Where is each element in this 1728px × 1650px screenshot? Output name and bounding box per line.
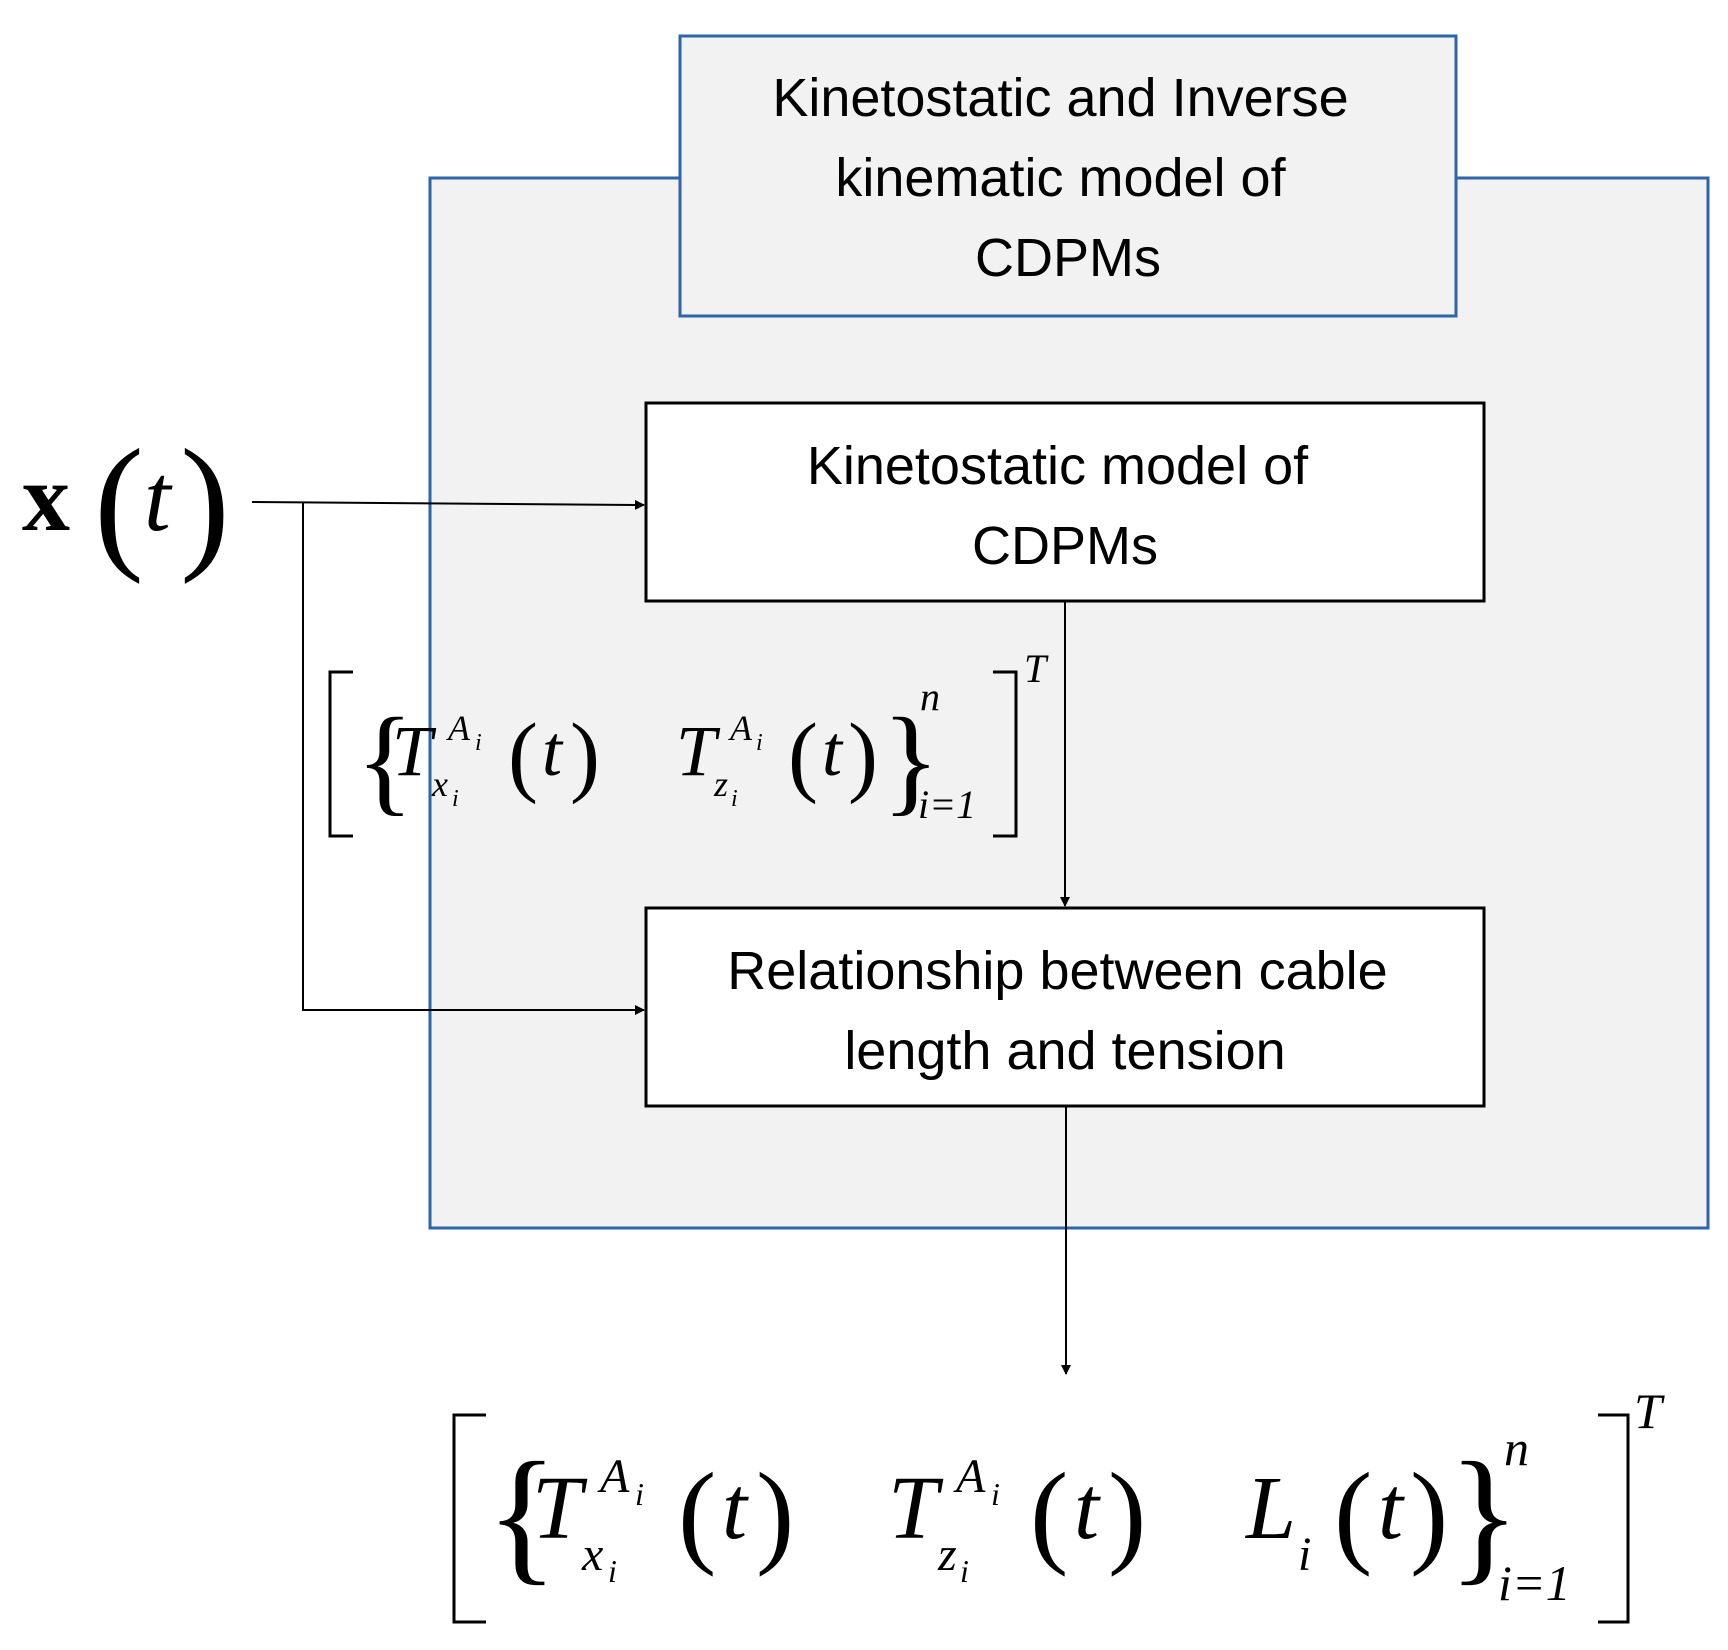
intermediate-upper-limit: n bbox=[920, 674, 940, 719]
intermediate-tx-lparen: ( bbox=[508, 706, 538, 805]
input-label: x ( t ) bbox=[22, 419, 230, 585]
output-tz-lparen: ( bbox=[1030, 1450, 1068, 1577]
kinetostatic-model-text: Kinetostatic model of CDPMs bbox=[807, 436, 1323, 576]
output-right-bracket bbox=[1598, 1413, 1630, 1624]
output-right-brace: } bbox=[1448, 1432, 1520, 1598]
output-tx-sub: x bbox=[581, 1528, 603, 1581]
relationship-box bbox=[644, 906, 1486, 1108]
intermediate-tz-arg: t bbox=[822, 711, 844, 791]
output-tz-sub: z bbox=[937, 1528, 957, 1581]
output-tz-sup: A bbox=[953, 1450, 986, 1503]
intermediate-tz-symbol: T bbox=[676, 711, 721, 791]
relationship-line-2: length and tension bbox=[844, 1021, 1285, 1081]
title-line-1: Kinetostatic and Inverse bbox=[772, 68, 1348, 128]
input-right-paren: ) bbox=[180, 419, 230, 585]
title-line-3: CDPMs bbox=[975, 228, 1161, 288]
output-left-brace: { bbox=[486, 1432, 558, 1598]
output-tx-sup: A bbox=[597, 1450, 630, 1503]
output-tx-symbol: T bbox=[532, 1459, 588, 1558]
output-tx-sup-sub: i bbox=[635, 1476, 644, 1512]
intermediate-transpose: T bbox=[1024, 646, 1049, 691]
output-l-symbol: L bbox=[1244, 1459, 1296, 1558]
kinetostatic-line-2: CDPMs bbox=[972, 516, 1158, 576]
intermediate-tz-sub-sub: i bbox=[731, 786, 738, 812]
intermediate-right-brace: } bbox=[882, 693, 940, 826]
output-tx-rparen: ) bbox=[756, 1450, 794, 1577]
intermediate-tz-rparen: ) bbox=[848, 706, 878, 805]
input-left-paren: ( bbox=[94, 419, 144, 585]
intermediate-tz-sup-sub: i bbox=[756, 730, 763, 756]
output-vector: { } T A i x i ( t ) T A i z i ( t ) L i … bbox=[452, 1383, 1665, 1624]
intermediate-tx-sup: A bbox=[446, 708, 471, 748]
title-text: Kinetostatic and Inverse kinematic model… bbox=[772, 68, 1363, 288]
output-tx-sub-sub: i bbox=[608, 1553, 617, 1589]
intermediate-tx-sup-sub: i bbox=[475, 730, 482, 756]
intermediate-tz-lparen: ( bbox=[788, 706, 818, 805]
output-lower-limit: i=1 bbox=[1498, 1555, 1571, 1611]
intermediate-tz-sub: z bbox=[713, 764, 728, 804]
input-to-kinetostatic-arrow bbox=[251, 499, 645, 510]
output-l-rparen: ) bbox=[1410, 1450, 1448, 1577]
intermediate-left-brace: { bbox=[356, 693, 414, 826]
kinetostatic-line-1: Kinetostatic model of bbox=[807, 436, 1309, 496]
output-upper-limit: n bbox=[1504, 1420, 1529, 1476]
intermediate-tx-symbol: T bbox=[392, 711, 437, 791]
relationship-line-1: Relationship between cable bbox=[727, 941, 1387, 1001]
output-l-lparen: ( bbox=[1334, 1450, 1372, 1577]
input-arg: t bbox=[144, 444, 173, 551]
intermediate-tx-rparen: ) bbox=[570, 706, 600, 805]
output-tz-rparen: ) bbox=[1108, 1450, 1146, 1577]
intermediate-right-bracket bbox=[993, 670, 1018, 838]
intermediate-tx-sub: x bbox=[431, 764, 448, 804]
output-transpose: T bbox=[1634, 1383, 1665, 1439]
output-tz-sup-sub: i bbox=[991, 1476, 1000, 1512]
output-l-arg: t bbox=[1378, 1459, 1405, 1558]
intermediate-left-bracket bbox=[328, 670, 353, 838]
intermediate-tx-sub-sub: i bbox=[452, 786, 459, 812]
output-tx-arg: t bbox=[722, 1459, 749, 1558]
output-tx-lparen: ( bbox=[678, 1450, 716, 1577]
output-l-sub: i bbox=[1298, 1528, 1311, 1581]
intermediate-tension-vector: { } T A i x i ( t ) T A i z i ( t ) n i=… bbox=[328, 646, 1049, 838]
title-box bbox=[678, 34, 1458, 318]
intermediate-tz-sup: A bbox=[728, 708, 753, 748]
relationship-text: Relationship between cable length and te… bbox=[727, 941, 1402, 1081]
output-tz-arg: t bbox=[1074, 1459, 1101, 1558]
intermediate-lower-limit: i=1 bbox=[918, 782, 976, 827]
output-left-bracket bbox=[452, 1413, 486, 1624]
intermediate-tx-arg: t bbox=[542, 711, 564, 791]
output-tz-symbol: T bbox=[888, 1459, 944, 1558]
input-to-relationship-arrow bbox=[302, 502, 645, 1015]
input-symbol: x bbox=[22, 444, 70, 551]
title-line-2: kinematic model of bbox=[835, 148, 1286, 208]
output-tz-sub-sub: i bbox=[960, 1553, 969, 1589]
